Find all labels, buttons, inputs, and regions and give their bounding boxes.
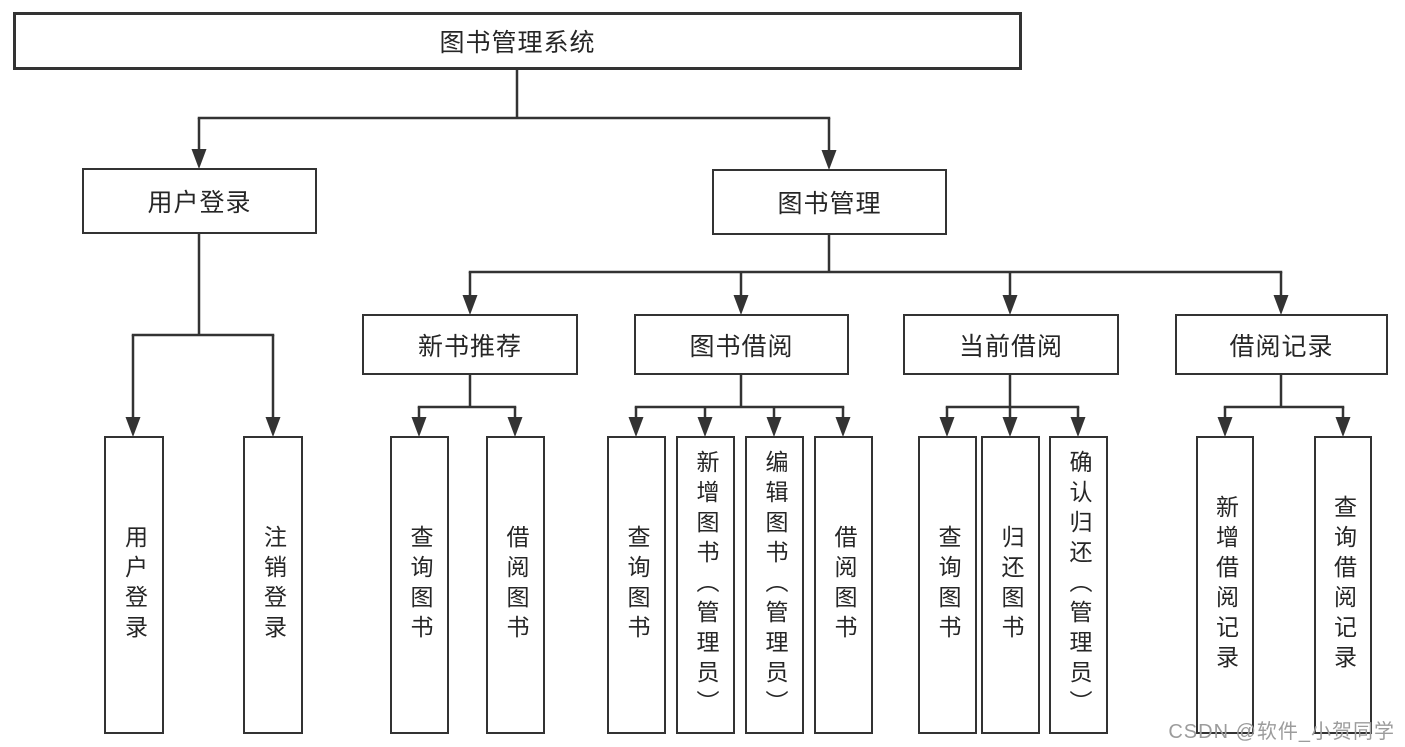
node-new-book-recommendation-label: 新书推荐: [417, 332, 522, 361]
node-leaf-logout: 注销登录: [243, 436, 303, 734]
connector-current-borrowing-to-leaves: [939, 373, 1086, 437]
connector-root-to-level2: [191, 68, 837, 170]
node-book-management-label: 图书管理: [777, 190, 882, 218]
node-leaf-query-books-3-label: 查询图书: [935, 525, 961, 645]
node-leaf-edit-books-admin: 编辑图书（管理员）: [745, 436, 804, 734]
node-leaf-add-borrow-record-label: 新增借阅记录: [1212, 495, 1239, 675]
node-leaf-query-books-2-label: 查询图书: [624, 525, 650, 645]
node-borrowing-records: 借阅记录: [1175, 314, 1388, 375]
node-book-management: 图书管理: [712, 169, 947, 235]
node-leaf-borrow-books-1-label: 借阅图书: [503, 525, 529, 645]
connector-user-login-to-leaves: [125, 232, 281, 437]
csdn-watermark: CSDN @软件_小贺同学: [1168, 721, 1395, 743]
node-book-borrowing-label: 图书借阅: [689, 332, 794, 361]
node-root-label: 图书管理系统: [439, 29, 596, 57]
node-user-login: 用户登录: [82, 168, 317, 234]
node-leaf-query-books-1-label: 查询图书: [407, 525, 433, 645]
node-leaf-add-books-admin-label: 新增图书（管理员）: [693, 450, 719, 720]
node-leaf-return-books-label: 归还图书: [998, 525, 1024, 645]
node-leaf-return-books: 归还图书: [981, 436, 1040, 734]
connector-new-book-recommendation-to-leaves: [411, 373, 523, 437]
node-leaf-query-books-3: 查询图书: [918, 436, 977, 734]
node-leaf-edit-books-admin-label: 编辑图书（管理员）: [762, 450, 788, 720]
node-root: 图书管理系统: [13, 12, 1022, 70]
node-leaf-confirm-return-admin: 确认归还（管理员）: [1049, 436, 1108, 734]
node-leaf-query-books-2: 查询图书: [607, 436, 666, 734]
node-leaf-query-borrow-record-label: 查询借阅记录: [1330, 495, 1357, 675]
node-leaf-query-borrow-record: 查询借阅记录: [1314, 436, 1372, 734]
node-borrowing-records-label: 借阅记录: [1229, 332, 1334, 361]
node-leaf-add-borrow-record: 新增借阅记录: [1196, 436, 1254, 734]
node-new-book-recommendation: 新书推荐: [362, 314, 578, 375]
node-user-login-label: 用户登录: [147, 189, 252, 217]
node-leaf-user-login-label: 用户登录: [121, 525, 148, 645]
node-book-borrowing: 图书借阅: [634, 314, 849, 375]
node-leaf-borrow-books-2-label: 借阅图书: [831, 525, 857, 645]
node-leaf-borrow-books-1: 借阅图书: [486, 436, 545, 734]
node-leaf-logout-label: 注销登录: [260, 525, 287, 645]
connector-book-management-to-level3: [462, 233, 1289, 315]
node-leaf-confirm-return-admin-label: 确认归还（管理员）: [1066, 450, 1092, 720]
node-leaf-borrow-books-2: 借阅图书: [814, 436, 873, 734]
node-current-borrowing: 当前借阅: [903, 314, 1119, 375]
node-leaf-add-books-admin: 新增图书（管理员）: [676, 436, 735, 734]
connector-borrowing-records-to-leaves: [1217, 373, 1351, 437]
node-leaf-user-login: 用户登录: [104, 436, 164, 734]
node-leaf-query-books-1: 查询图书: [390, 436, 449, 734]
connector-book-borrowing-to-leaves: [628, 373, 851, 437]
node-current-borrowing-label: 当前借阅: [958, 332, 1063, 361]
